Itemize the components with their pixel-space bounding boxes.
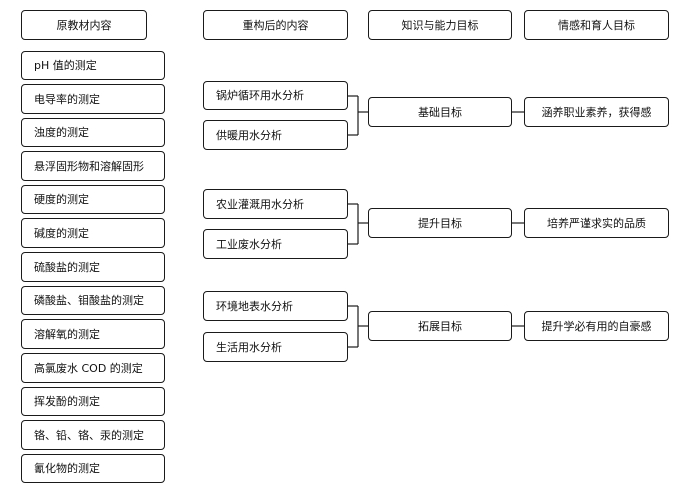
restructured-irrigation-water: 农业灌溉用水分析 <box>203 189 348 219</box>
original-item-alkalinity: 碱度的测定 <box>21 218 165 248</box>
original-item-high-chloride-cod: 高氯废水 COD 的测定 <box>21 353 165 383</box>
restructured-heating-water: 供暖用水分析 <box>203 120 348 150</box>
original-item-hardness: 硬度的测定 <box>21 185 165 214</box>
original-item-ph: pH 值的测定 <box>21 51 165 80</box>
restructured-boiler-water: 锅炉循环用水分析 <box>203 81 348 110</box>
restructured-domestic-water: 生活用水分析 <box>203 332 348 362</box>
restructured-industrial-wastewater: 工业废水分析 <box>203 229 348 259</box>
header-restructured-content: 重构后的内容 <box>203 10 348 40</box>
original-item-cyanide: 氰化物的测定 <box>21 454 165 483</box>
header-knowledge-ability-goals: 知识与能力目标 <box>368 10 512 40</box>
original-item-solids: 悬浮固形物和溶解固形 <box>21 151 165 181</box>
original-item-conductivity: 电导率的测定 <box>21 84 165 114</box>
restructured-surface-water: 环境地表水分析 <box>203 291 348 321</box>
original-item-dissolved-oxygen: 溶解氧的测定 <box>21 319 165 349</box>
goal-advanced: 提升目标 <box>368 208 512 238</box>
original-item-phosphate-molybdate: 磷酸盐、钼酸盐的测定 <box>21 286 165 315</box>
original-item-turbidity: 浊度的测定 <box>21 118 165 147</box>
original-item-heavy-metals: 铬、铅、铬、汞的测定 <box>21 420 165 450</box>
original-item-sulfate: 硫酸盐的测定 <box>21 252 165 282</box>
goal-basic: 基础目标 <box>368 97 512 127</box>
emotion-goal-professional-literacy: 涵养职业素养，获得感 <box>524 97 669 127</box>
goal-extension: 拓展目标 <box>368 311 512 341</box>
emotion-goal-rigorous-character: 培养严谨求实的品质 <box>524 208 669 238</box>
original-item-volatile-phenol: 挥发酚的测定 <box>21 387 165 416</box>
header-emotion-education-goals: 情感和育人目标 <box>524 10 669 40</box>
emotion-goal-pride-in-learning: 提升学必有用的自豪感 <box>524 311 669 341</box>
header-original-content: 原教材内容 <box>21 10 147 40</box>
